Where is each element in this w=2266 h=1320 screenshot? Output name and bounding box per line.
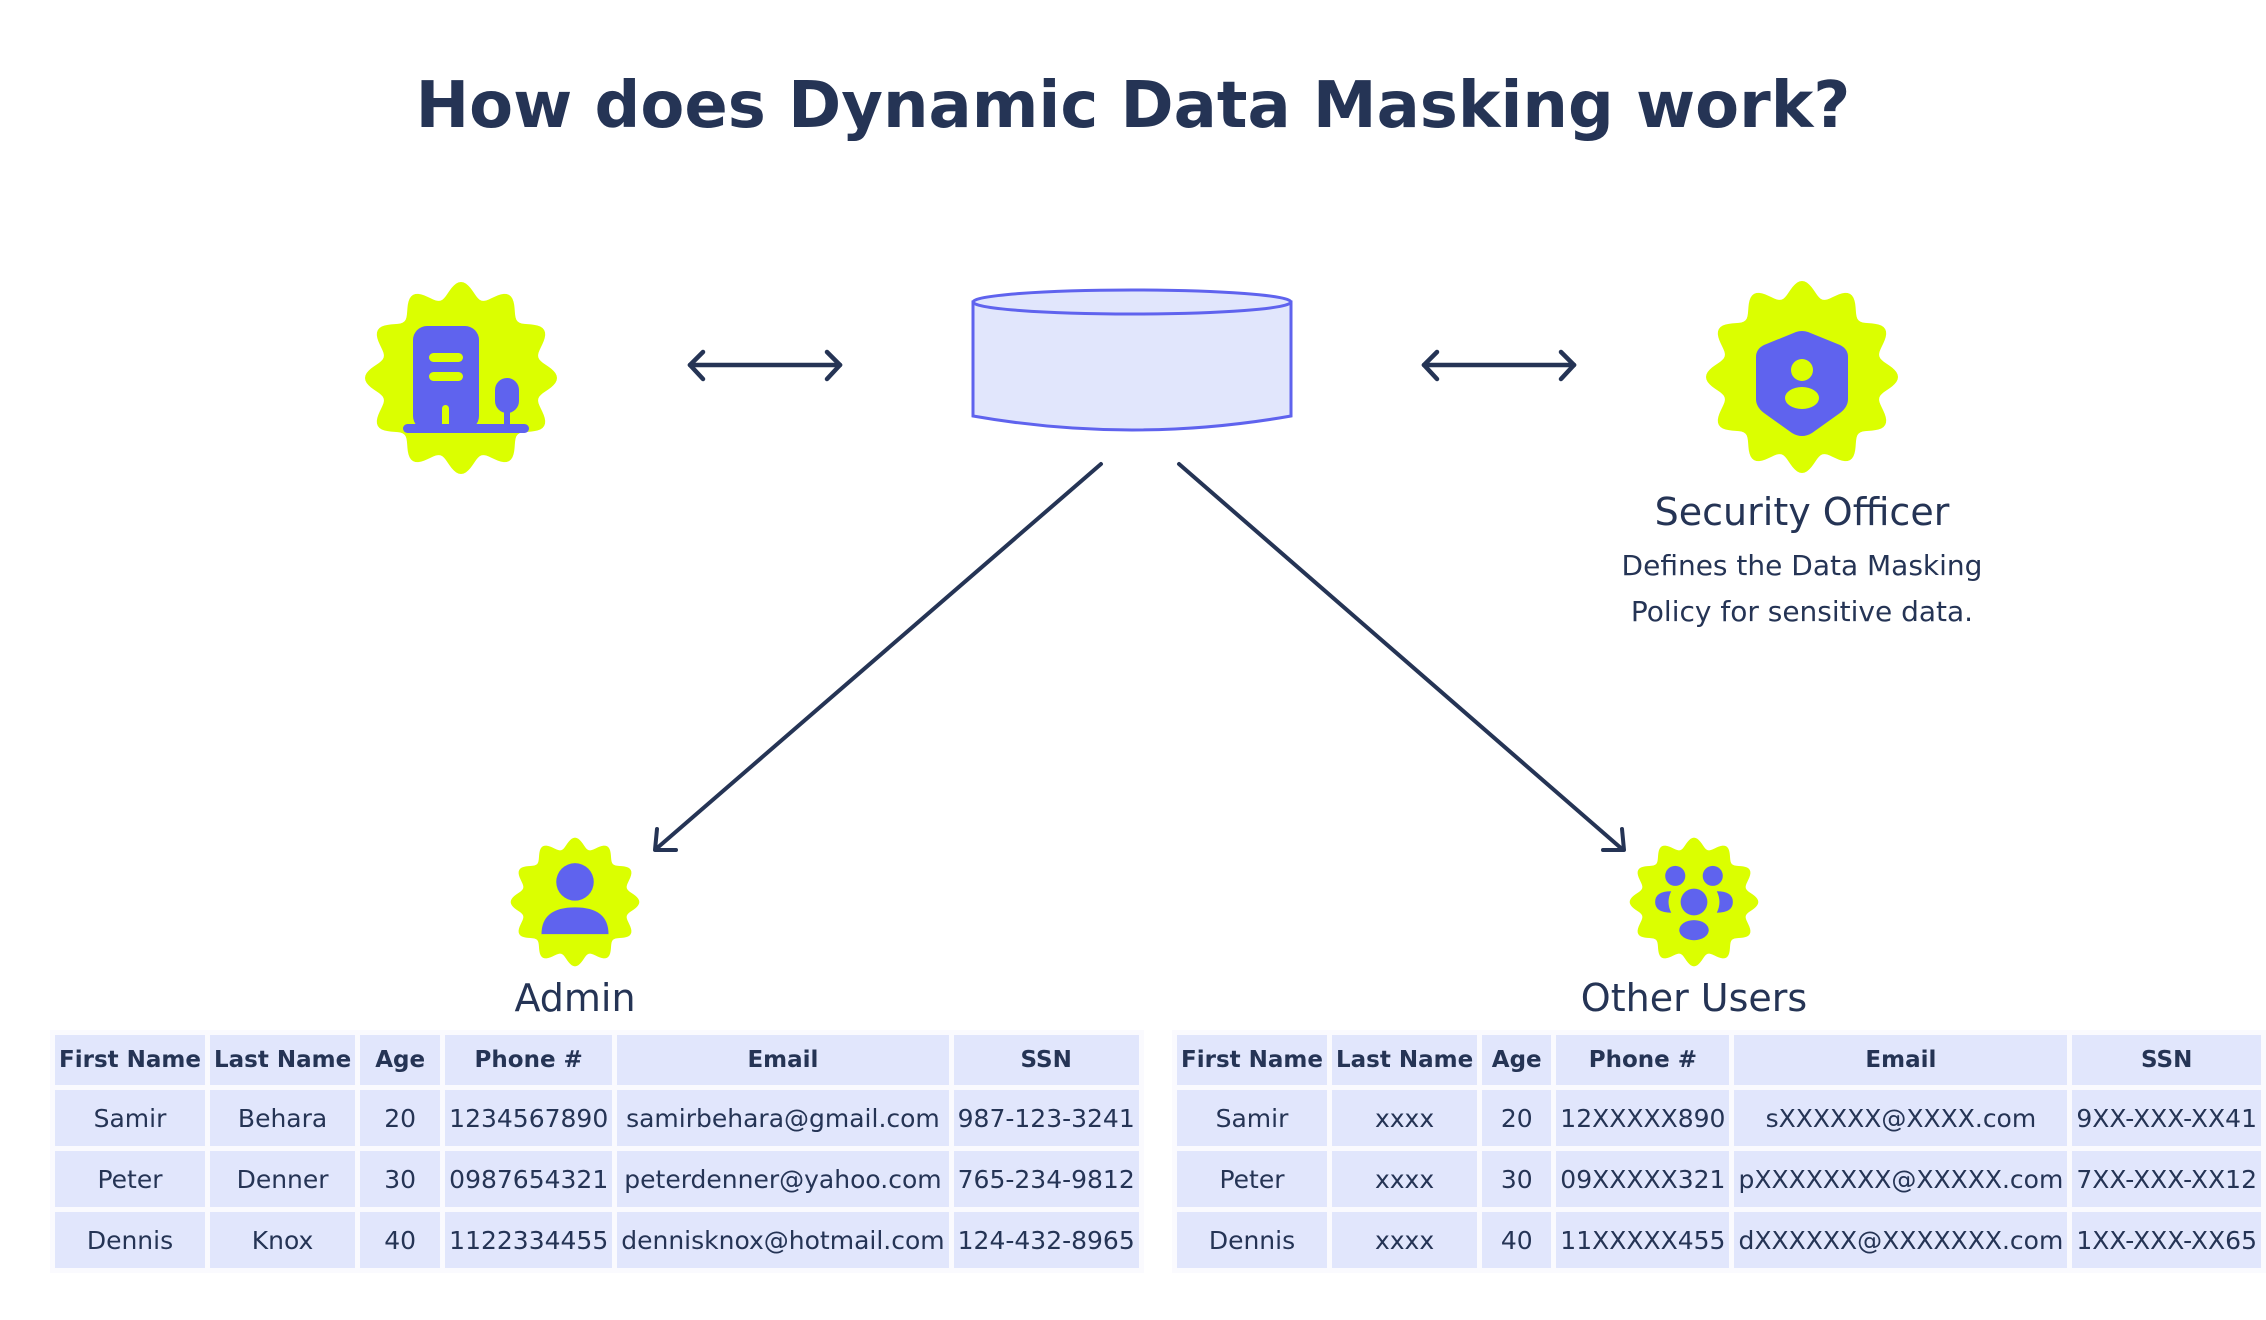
column-header-ssn: SSN xyxy=(2072,1035,2261,1085)
admin-data-table: First Name Last Name Age Phone # Email S… xyxy=(50,1030,1144,1273)
cell-email: samirbehara@gmail.com xyxy=(617,1090,949,1146)
column-header-age: Age xyxy=(360,1035,441,1085)
column-header-age: Age xyxy=(1482,1035,1552,1085)
cell-age: 20 xyxy=(1482,1090,1552,1146)
cell-last-name: xxxx xyxy=(1331,1090,1478,1146)
cell-phone: 11XXXXX455 xyxy=(1556,1212,1730,1268)
cell-phone: 0987654321 xyxy=(445,1151,613,1207)
cell-age: 30 xyxy=(1482,1151,1552,1207)
cell-phone: 1234567890 xyxy=(445,1090,613,1146)
cell-phone: 12XXXXX890 xyxy=(1556,1090,1730,1146)
cell-last-name: xxxx xyxy=(1331,1212,1478,1268)
cell-first-name: Peter xyxy=(55,1151,205,1207)
cell-first-name: Dennis xyxy=(55,1212,205,1268)
cell-email: dXXXXXX@XXXXXXX.com xyxy=(1734,1212,2068,1268)
cell-phone: 1122334455 xyxy=(445,1212,613,1268)
cell-first-name: Samir xyxy=(1177,1090,1327,1146)
security-officer-node xyxy=(1706,281,1898,473)
user-icon xyxy=(541,863,609,935)
cell-first-name: Dennis xyxy=(1177,1212,1327,1268)
admin-label: Admin xyxy=(514,976,636,1020)
cell-ssn: 765-234-9812 xyxy=(953,1151,1139,1207)
column-header-last-name: Last Name xyxy=(209,1035,356,1085)
cell-email: pXXXXXXXX@XXXXX.com xyxy=(1734,1151,2068,1207)
cell-age: 30 xyxy=(360,1151,441,1207)
table-header-row: First Name Last Name Age Phone # Email S… xyxy=(1177,1035,2261,1085)
cell-age: 40 xyxy=(1482,1212,1552,1268)
building-icon xyxy=(403,326,529,433)
page-title: How does Dynamic Data Masking work? xyxy=(415,69,1851,143)
shield-user-icon xyxy=(1756,331,1848,436)
admin-node xyxy=(510,837,640,967)
users-group-icon xyxy=(1655,865,1733,941)
cell-first-name: Samir xyxy=(55,1090,205,1146)
cell-ssn: 1XX-XXX-XX65 xyxy=(2072,1212,2261,1268)
cell-email: sXXXXXX@XXXX.com xyxy=(1734,1090,2068,1146)
other-users-node xyxy=(1629,837,1759,967)
cell-ssn: 7XX-XXX-XX12 xyxy=(2072,1151,2261,1207)
badge-background xyxy=(510,837,640,967)
cell-email: dennisknox@hotmail.com xyxy=(617,1212,949,1268)
cell-last-name: Knox xyxy=(209,1212,356,1268)
other-users-data-table: First Name Last Name Age Phone # Email S… xyxy=(1172,1030,2266,1273)
application-node xyxy=(365,282,557,474)
column-header-phone: Phone # xyxy=(1556,1035,1730,1085)
column-header-ssn: SSN xyxy=(953,1035,1139,1085)
security-officer-description-line-1: Defines the Data Masking xyxy=(1621,549,1983,582)
security-officer-description-line-2: Policy for sensitive data. xyxy=(1630,595,1974,628)
column-header-last-name: Last Name xyxy=(1331,1035,1478,1085)
bidirectional-arrow-db-security xyxy=(1421,349,1577,382)
cell-last-name: xxxx xyxy=(1331,1151,1478,1207)
cell-ssn: 124-432-8965 xyxy=(953,1212,1139,1268)
bidirectional-arrow-app-db xyxy=(687,349,843,382)
cell-ssn: 9XX-XXX-XX41 xyxy=(2072,1090,2261,1146)
arrow-db-to-admin xyxy=(653,462,1103,852)
column-header-phone: Phone # xyxy=(445,1035,613,1085)
cell-first-name: Peter xyxy=(1177,1151,1327,1207)
cell-last-name: Denner xyxy=(209,1151,356,1207)
other-users-label: Other Users xyxy=(1580,976,1808,1020)
arrow-db-to-other-users xyxy=(1177,462,1626,852)
cell-phone: 09XXXXX321 xyxy=(1556,1151,1730,1207)
cell-age: 40 xyxy=(360,1212,441,1268)
cell-ssn: 987-123-3241 xyxy=(953,1090,1139,1146)
column-header-email: Email xyxy=(1734,1035,2068,1085)
column-header-email: Email xyxy=(617,1035,949,1085)
cell-age: 20 xyxy=(360,1090,441,1146)
column-header-first-name: First Name xyxy=(55,1035,205,1085)
column-header-first-name: First Name xyxy=(1177,1035,1327,1085)
database-icon xyxy=(971,288,1293,432)
cell-email: peterdenner@yahoo.com xyxy=(617,1151,949,1207)
security-officer-label: Security Officer xyxy=(1654,490,1950,534)
cell-last-name: Behara xyxy=(209,1090,356,1146)
table-header-row: First Name Last Name Age Phone # Email S… xyxy=(55,1035,1139,1085)
